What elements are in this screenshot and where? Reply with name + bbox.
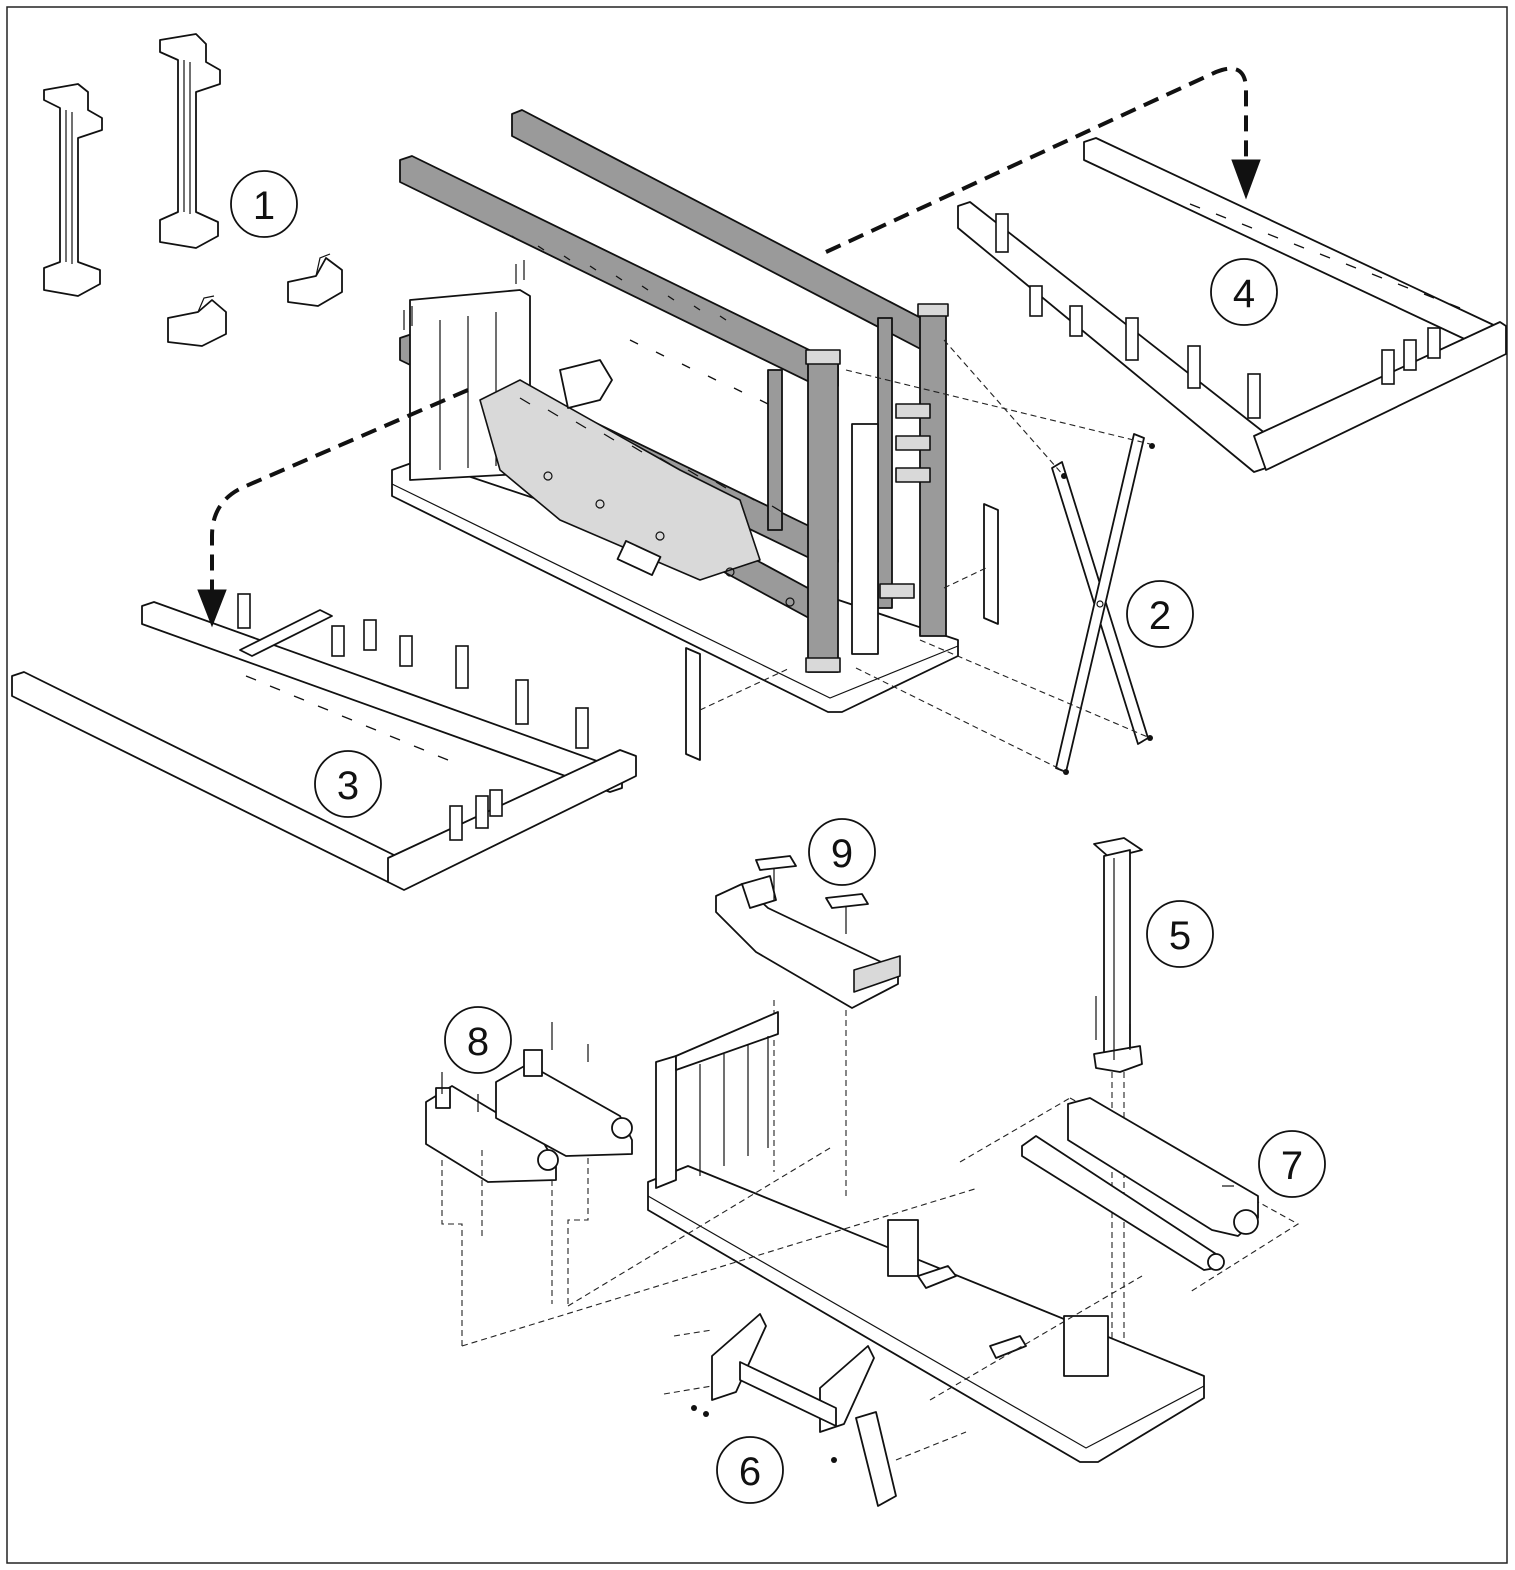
part-group-9-carriage <box>715 855 901 1196</box>
callout-6: 6 <box>716 1436 784 1504</box>
callout-label: 4 <box>1233 272 1255 316</box>
diagram-frame <box>6 6 1508 1564</box>
callout-4: 4 <box>1210 258 1278 326</box>
callout-label: 3 <box>337 764 359 808</box>
part-group-1-brackets <box>43 33 343 347</box>
callout-1: 1 <box>230 170 298 238</box>
part-group-4-right-frame <box>957 137 1507 473</box>
callout-9: 9 <box>808 818 876 886</box>
assembly-arrow-3 <box>197 388 469 628</box>
callout-label: 2 <box>1149 594 1171 638</box>
part-group-8-arm-carriages <box>425 1022 633 1346</box>
callout-3: 3 <box>314 750 382 818</box>
callout-2: 2 <box>1126 580 1194 648</box>
callout-5: 5 <box>1146 900 1214 968</box>
part-group-7-lever-arm <box>1021 1097 1259 1271</box>
part-group-6-foot-plates <box>663 1313 967 1507</box>
part-group-3-left-frame <box>11 593 637 891</box>
callout-7: 7 <box>1258 1130 1326 1198</box>
base-pallet <box>461 1011 1300 1463</box>
callout-label: 5 <box>1169 914 1191 958</box>
callout-8: 8 <box>444 1006 512 1074</box>
callout-label: 9 <box>831 832 853 876</box>
callout-label: 8 <box>467 1020 489 1064</box>
part-group-2-x-brace <box>685 339 1155 775</box>
part-group-5-column <box>1093 837 1143 1396</box>
callout-label: 7 <box>1281 1144 1303 1188</box>
callout-label: 6 <box>739 1450 761 1494</box>
callout-label: 1 <box>253 184 275 228</box>
front-upright <box>807 357 839 673</box>
central-machine-assembly <box>391 109 959 713</box>
assembly-arrow-4 <box>825 66 1261 254</box>
